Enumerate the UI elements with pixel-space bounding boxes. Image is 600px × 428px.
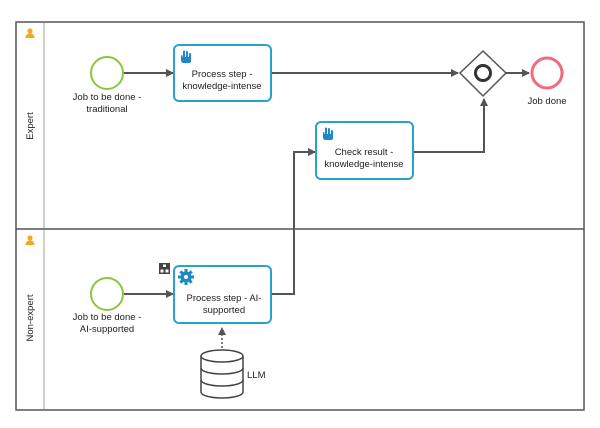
gateway-circle-icon bbox=[474, 64, 492, 82]
collapsed-subprocess-icon bbox=[159, 263, 170, 274]
start-event-traditional-label-line1: Job to be done - bbox=[73, 92, 142, 103]
task-check-result-label-line2: knowledge-intense bbox=[324, 159, 403, 170]
database-icon bbox=[200, 349, 244, 399]
datastore-label: LLM bbox=[247, 370, 266, 381]
end-event-label: Job done bbox=[527, 96, 566, 107]
datastore-llm[interactable]: LLM bbox=[200, 349, 266, 399]
lane-label-expert: Expert bbox=[25, 112, 36, 140]
start-event-traditional-label-line2: traditional bbox=[86, 104, 127, 115]
lane-expert[interactable]: Expert bbox=[25, 28, 36, 140]
gateway[interactable] bbox=[458, 49, 508, 98]
start-event-ai-label-line1: Job to be done - bbox=[73, 312, 142, 323]
task-check-result[interactable]: Check result - knowledge-intense bbox=[315, 121, 414, 180]
hand-icon bbox=[323, 127, 333, 140]
lane-label-non-expert: Non-expert bbox=[25, 294, 36, 341]
start-event-ai-label-line2: AI-supported bbox=[80, 324, 134, 335]
task-process-ai-label-line1: Process step - AI- bbox=[187, 293, 262, 304]
task-check-result-label-line1: Check result - bbox=[335, 147, 394, 158]
flow-process-ai-to-check[interactable] bbox=[271, 148, 316, 295]
sequence-flows bbox=[124, 69, 530, 348]
start-event-traditional[interactable]: Job to be done - traditional bbox=[73, 56, 142, 115]
person-icon bbox=[25, 235, 35, 245]
gear-icon bbox=[178, 269, 194, 285]
start-event-ai-supported[interactable]: Job to be done - AI-supported bbox=[73, 277, 142, 335]
pool-border bbox=[15, 21, 585, 411]
pool bbox=[15, 21, 585, 411]
task-process-knowledge-intense-label-line2: knowledge-intense bbox=[182, 81, 261, 92]
person-icon bbox=[25, 28, 35, 38]
task-process-ai-label-line2: supported bbox=[203, 305, 245, 316]
flow-check-to-gateway[interactable] bbox=[413, 98, 488, 153]
task-process-ai-supported[interactable]: Process step - AI- supported bbox=[159, 263, 272, 324]
task-process-knowledge-intense-label-line1: Process step - bbox=[192, 69, 253, 80]
lane-non-expert[interactable]: Non-expert bbox=[25, 235, 36, 342]
end-event-job-done[interactable]: Job done bbox=[527, 56, 567, 107]
hand-icon bbox=[181, 50, 191, 63]
task-process-knowledge-intense[interactable]: Process step - knowledge-intense bbox=[173, 44, 272, 102]
